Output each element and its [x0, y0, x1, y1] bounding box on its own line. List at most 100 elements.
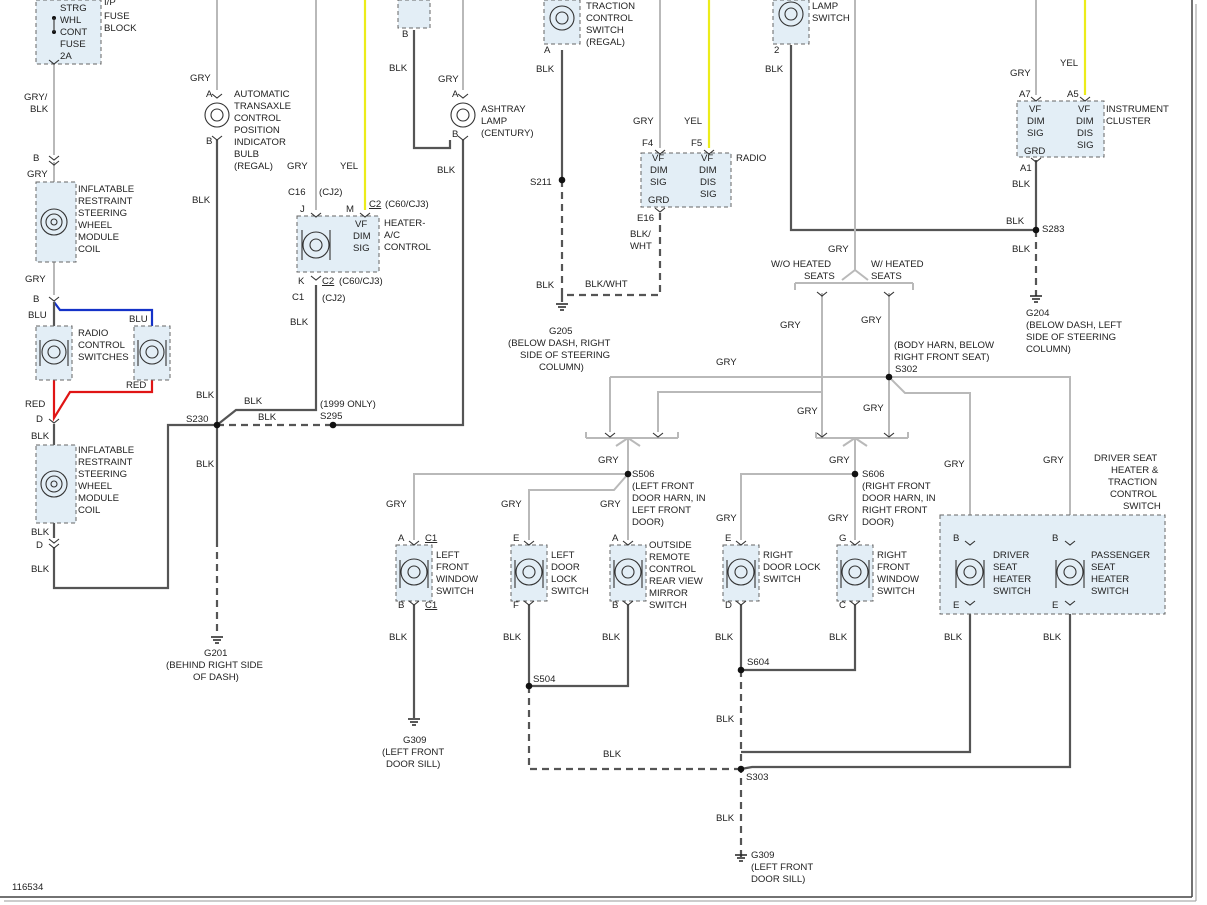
- labels: STRG WHL CONT FUSE 2A I/P FUSE BLOCK GRY…: [12, 0, 1169, 893]
- pin-label: K: [298, 276, 305, 287]
- component-label: FRONT: [877, 562, 910, 573]
- pin-label: F4: [642, 138, 654, 149]
- wire-label: GRY: [828, 513, 849, 524]
- pin-function: DIM: [1027, 116, 1045, 127]
- wires: [52, 0, 1087, 858]
- component-label: REAR VIEW: [649, 576, 704, 587]
- wire-label: BLK: [602, 632, 621, 643]
- pin-label: C: [839, 600, 846, 611]
- component-label: CONTROL: [234, 113, 282, 124]
- wire-label: GRY: [716, 357, 737, 368]
- pin-label: B: [612, 600, 618, 611]
- component-label: SWITCH: [586, 25, 624, 36]
- pin-label: B: [206, 136, 212, 147]
- wire-label: GRY: [829, 455, 850, 466]
- pin-label: D: [725, 600, 732, 611]
- splice-note: LEFT FRONT: [632, 505, 691, 516]
- pin-label: B: [33, 294, 39, 305]
- splice-label: S302: [895, 364, 917, 375]
- pin-label: D: [36, 414, 43, 425]
- component-label: CONTROL: [1110, 489, 1158, 500]
- component-label: SWITCH: [877, 586, 915, 597]
- component-label: PASSENGER: [1091, 550, 1150, 561]
- pin-label: B: [452, 129, 458, 140]
- wire-label: GRY: [716, 513, 737, 524]
- splice-label: S604: [747, 657, 770, 668]
- splice-label: S211: [530, 177, 552, 188]
- wire-label: GRY: [600, 499, 621, 510]
- wire-label: BLK: [196, 459, 215, 470]
- component-label: RESTRAINT: [78, 196, 133, 207]
- wire-label: GRY: [828, 244, 849, 255]
- pin-label: A: [206, 89, 213, 100]
- pin-label: M: [346, 204, 354, 215]
- pin-function: VF: [1078, 104, 1090, 115]
- component-label: INDICATOR: [234, 137, 286, 148]
- pin-label: C2: [369, 199, 381, 210]
- pin-function: VF: [701, 153, 713, 164]
- wire-label: GRY: [944, 459, 965, 470]
- pin-label: F: [513, 600, 519, 611]
- component-label: STEERING: [78, 208, 127, 219]
- note-label: (CJ2): [319, 187, 342, 198]
- component-label: POSITION: [234, 125, 280, 136]
- wire-label: BLK: [31, 564, 50, 575]
- splice-note: (RIGHT FRONT: [862, 481, 931, 492]
- splice-note: RIGHT FRONT: [862, 505, 928, 516]
- wire-label: YEL: [684, 116, 703, 127]
- component-label: STEERING: [78, 469, 127, 480]
- component-label: (REGAL): [234, 161, 273, 172]
- pin-label: A: [398, 533, 405, 544]
- wire-label: BLK: [716, 813, 735, 824]
- ground-label: (BELOW DASH, LEFT: [1026, 320, 1122, 331]
- component-label: AUTOMATIC: [234, 89, 290, 100]
- pin-label: C2: [322, 276, 334, 287]
- note-label: SEATS: [871, 271, 902, 282]
- wire-label: WHT: [630, 241, 652, 252]
- wire-label: BLK: [1012, 244, 1031, 255]
- component-label: BULB: [234, 149, 259, 160]
- component-label: CLUSTER: [1106, 116, 1151, 127]
- component-label: INFLATABLE: [78, 184, 134, 195]
- component-label: COIL: [78, 244, 101, 255]
- component-label: MIRROR: [649, 588, 688, 599]
- component-label: RIGHT: [877, 550, 907, 561]
- component-label: RADIO: [78, 328, 108, 339]
- pin-function: SIG: [1027, 128, 1044, 139]
- note-label: SEATS: [804, 271, 835, 282]
- pin-label: F5: [691, 138, 702, 149]
- component-label: DRIVER: [993, 550, 1029, 561]
- component-label: WHEEL: [78, 481, 113, 492]
- ground-label: DOOR SILL): [386, 759, 440, 770]
- ground-label: G201: [204, 648, 227, 659]
- pin-function: DIM: [1076, 116, 1094, 127]
- wire-label: BLK: [715, 632, 734, 643]
- pin-function: SIG: [1077, 140, 1094, 151]
- wire-label: BLK/WHT: [585, 279, 628, 290]
- fuse-block-line: STRG: [60, 3, 87, 14]
- ground-label: (LEFT FRONT: [751, 862, 813, 873]
- wire-label: BLK: [1006, 216, 1025, 227]
- pin-label: C1: [425, 600, 437, 611]
- wire-label: BLK: [31, 527, 50, 538]
- component-label: DRIVER SEAT: [1094, 453, 1157, 464]
- component-label: SWITCH: [1091, 586, 1129, 597]
- wire-label: RED: [126, 380, 146, 391]
- pin-label: B: [402, 29, 408, 40]
- wire-label: BLK: [437, 165, 456, 176]
- wire-label: GRY: [1043, 455, 1064, 466]
- ground-label: COLUMN): [539, 362, 584, 373]
- note-label: (1999 ONLY): [320, 399, 376, 410]
- pin-label: E: [1052, 600, 1058, 611]
- note-label: (CJ2): [322, 293, 345, 304]
- wire-label: BLK: [765, 64, 784, 75]
- wire-label: GRY: [797, 406, 818, 417]
- component-label: SWITCH: [649, 600, 687, 611]
- pin-label: C1: [292, 292, 304, 303]
- wire-label: BLK: [389, 632, 408, 643]
- component-label: RADIO: [736, 153, 766, 164]
- splice-note: RIGHT FRONT SEAT): [894, 352, 989, 363]
- wire-label: BLK: [1012, 179, 1031, 190]
- wire-label: BLK: [536, 280, 555, 291]
